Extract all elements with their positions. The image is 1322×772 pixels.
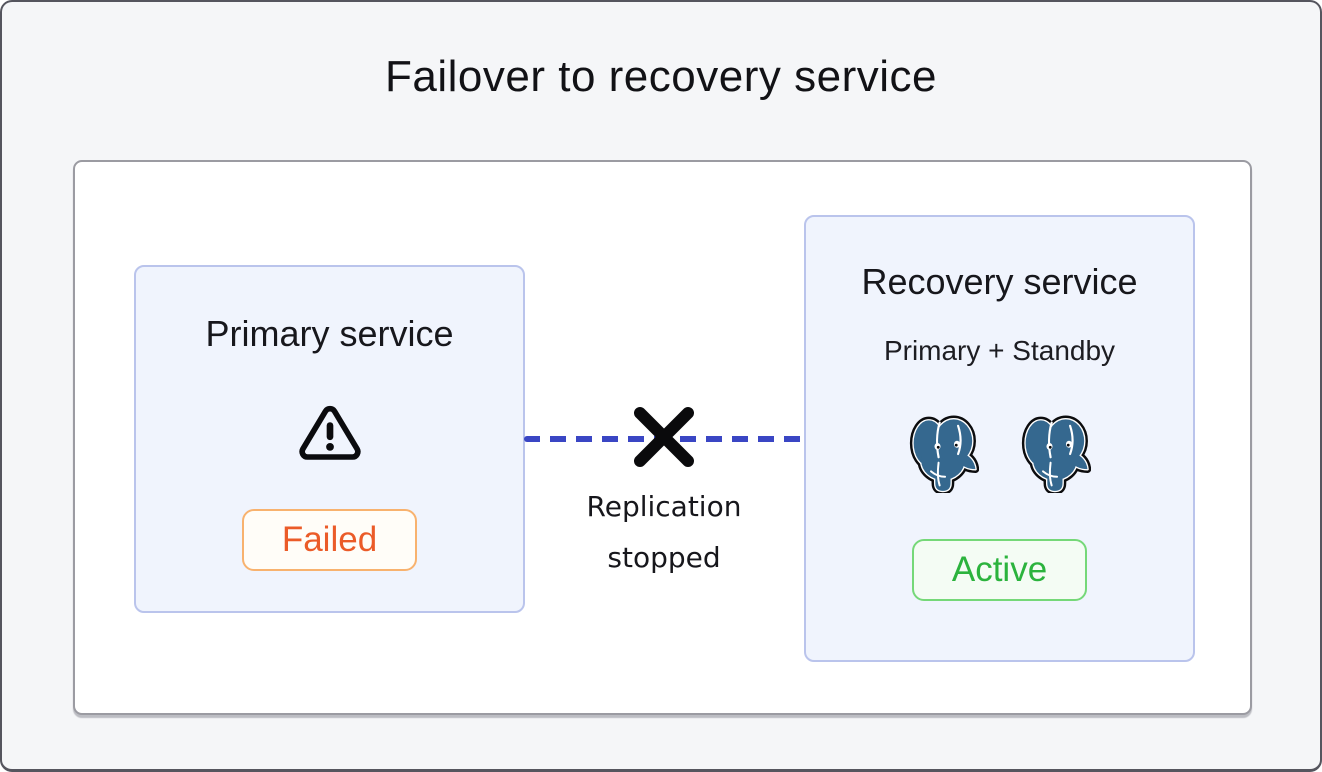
postgresql-elephant-icon <box>1021 415 1091 493</box>
page-title: Failover to recovery service <box>385 52 937 101</box>
postgresql-elephant-icon <box>909 415 979 493</box>
cross-icon <box>624 397 704 477</box>
recovery-service-box: Recovery service Primary + Standby <box>804 215 1195 662</box>
database-icon-row <box>909 415 1091 493</box>
primary-service-box: Primary service Failed <box>134 265 525 613</box>
diagram-canvas: Primary service Failed Replication stopp… <box>73 160 1252 715</box>
recovery-service-subtitle: Primary + Standby <box>883 335 1116 366</box>
active-status-badge: Active <box>911 539 1088 601</box>
recovery-service-title: Recovery service <box>861 261 1138 302</box>
replication-stopped-label: Replication stopped <box>586 490 742 574</box>
primary-service-title: Primary service <box>205 313 454 354</box>
failed-status-badge: Failed <box>241 509 418 571</box>
warning-triangle-icon <box>296 401 364 465</box>
